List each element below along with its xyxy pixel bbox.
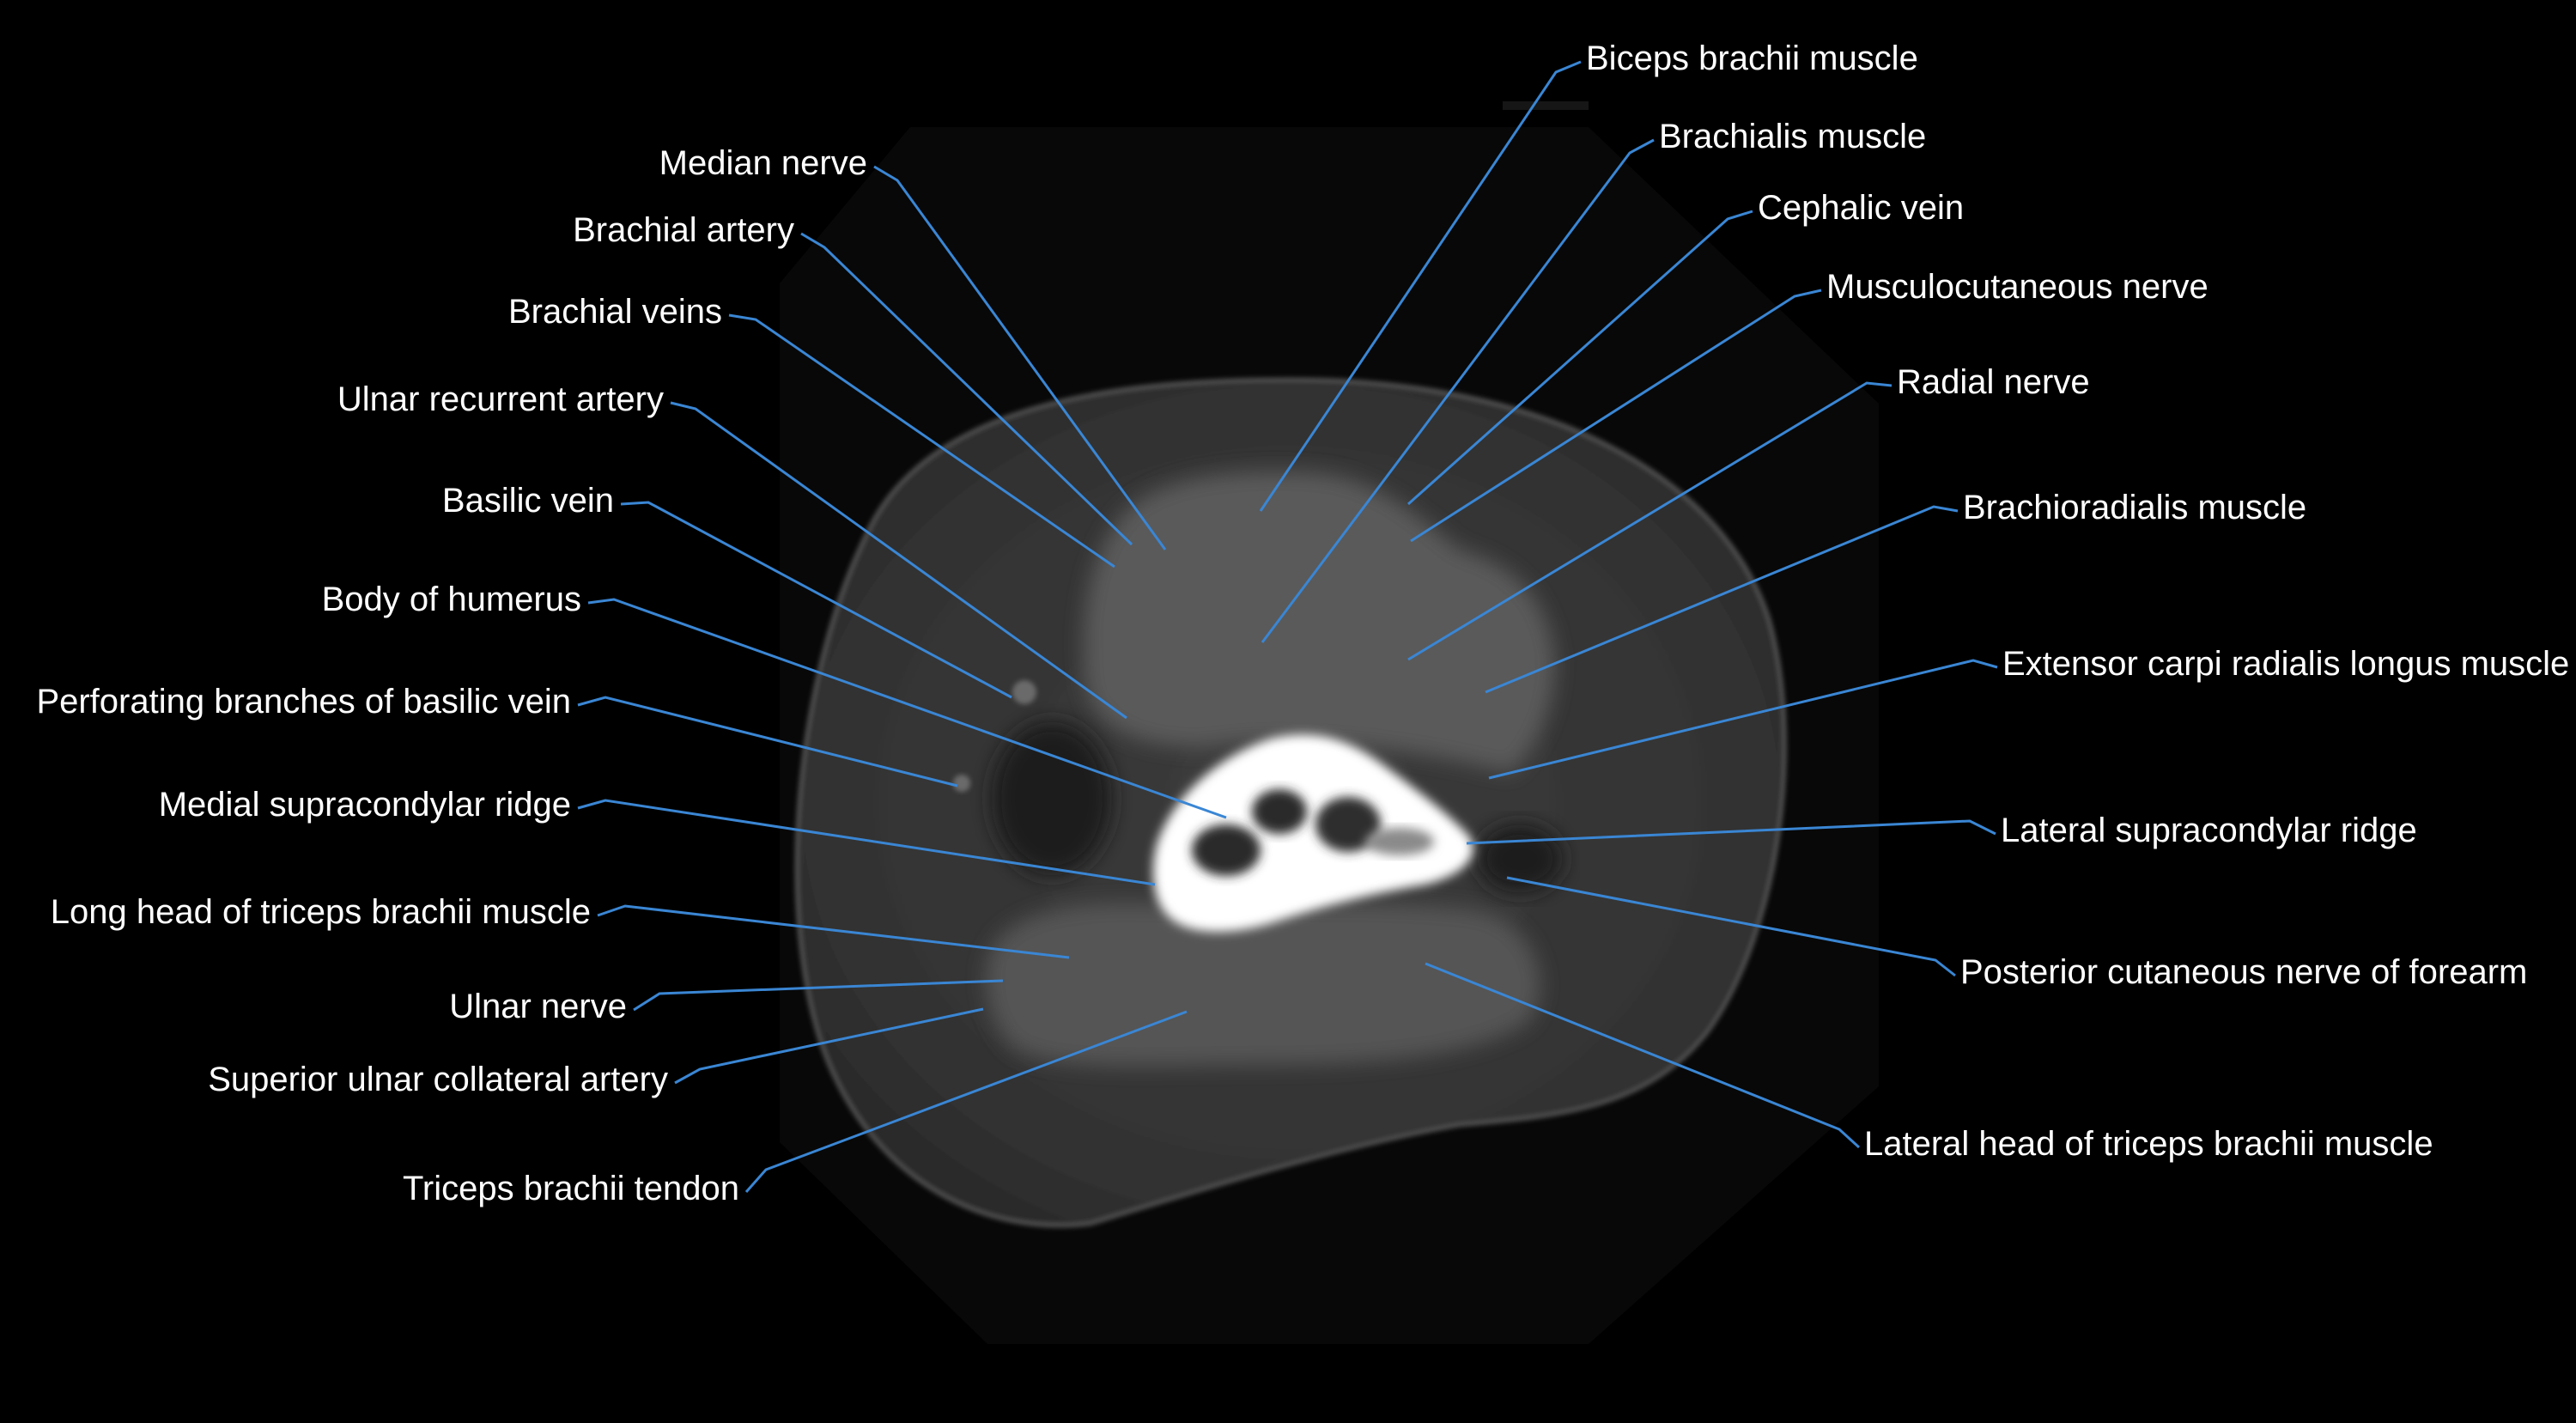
leader-line-superior-ulnar-collateral-artery: [674, 1007, 984, 1085]
label-brachial-artery: Brachial artery: [573, 211, 794, 249]
label-brachial-veins: Brachial veins: [507, 293, 722, 331]
label-extensor-carpi-radialis-longus-muscle: Extensor carpi radialis longus muscle: [2002, 645, 2570, 683]
leader-line-medial-supracondylar-ridge: [577, 799, 1156, 886]
label-lateral-head-of-triceps-brachii-muscle: Lateral head of triceps brachii muscle: [1864, 1125, 2433, 1163]
label-superior-ulnar-collateral-artery: Superior ulnar collateral artery: [208, 1061, 668, 1098]
label-perforating-branches-of-basilic-vein: Perforating branches of basilic vein: [36, 683, 571, 721]
label-radial-nerve: Radial nerve: [1897, 363, 2090, 401]
leader-line-basilic-vein: [620, 501, 1012, 699]
leader-line-biceps-brachii-muscle: [1259, 60, 1582, 512]
leader-line-brachialis-muscle: [1261, 138, 1655, 643]
label-long-head-of-triceps-brachii-muscle: Long head of triceps brachii muscle: [50, 893, 591, 931]
leader-line-brachial-artery: [800, 232, 1133, 546]
anterior-muscle-compartment: [1083, 471, 1555, 773]
leader-lines: [577, 60, 1998, 1193]
leader-line-radial-nerve: [1407, 381, 1893, 661]
humerus-bone: [1153, 734, 1473, 932]
leader-line-brachial-veins: [728, 313, 1115, 569]
label-ulnar-recurrent-artery: Ulnar recurrent artery: [337, 380, 664, 418]
label-triceps-brachii-tendon: Triceps brachii tendon: [402, 1170, 739, 1207]
label-posterior-cutaneous-nerve-of-forearm: Posterior cutaneous nerve of forearm: [1960, 953, 2528, 991]
leader-line-lateral-supracondylar-ridge: [1466, 819, 1996, 845]
leader-line-lateral-head-of-triceps-brachii-muscle: [1425, 962, 1861, 1149]
label-lateral-supracondylar-ridge: Lateral supracondylar ridge: [2001, 812, 2417, 849]
leader-line-triceps-brachii-tendon: [744, 1010, 1188, 1193]
leader-line-ulnar-recurrent-artery: [670, 401, 1127, 720]
leader-line-posterior-cutaneous-nerve-of-forearm: [1506, 876, 1956, 977]
label-cephalic-vein: Cephalic vein: [1758, 189, 1965, 227]
label-median-nerve: Median nerve: [659, 144, 867, 182]
leader-line-long-head-of-triceps-brachii-muscle: [597, 904, 1070, 959]
posterior-muscle-compartment: [986, 903, 1540, 1067]
leader-line-brachioradialis-muscle: [1485, 505, 1959, 694]
leader-line-cephalic-vein: [1407, 210, 1753, 506]
label-brachioradialis-muscle: Brachioradialis muscle: [1963, 489, 2307, 526]
leader-line-extensor-carpi-radialis-longus-muscle: [1488, 659, 1998, 780]
leader-line-musculocutaneous-nerve: [1410, 289, 1822, 543]
label-body-of-humerus: Body of humerus: [321, 581, 581, 618]
label-musculocutaneous-nerve: Musculocutaneous nerve: [1826, 268, 2208, 306]
leader-line-body-of-humerus: [587, 598, 1227, 819]
leader-line-ulnar-nerve: [633, 979, 1004, 1012]
label-basilic-vein: Basilic vein: [441, 482, 614, 520]
label-brachialis-muscle: Brachialis muscle: [1659, 118, 1927, 155]
leader-line-median-nerve: [873, 165, 1167, 550]
label-biceps-brachii-muscle: Biceps brachii muscle: [1586, 40, 1918, 77]
label-ulnar-nerve: Ulnar nerve: [449, 988, 627, 1025]
leader-line-perforating-branches-of-basilic-vein: [577, 696, 958, 788]
label-medial-supracondylar-ridge: Medial supracondylar ridge: [158, 786, 571, 824]
